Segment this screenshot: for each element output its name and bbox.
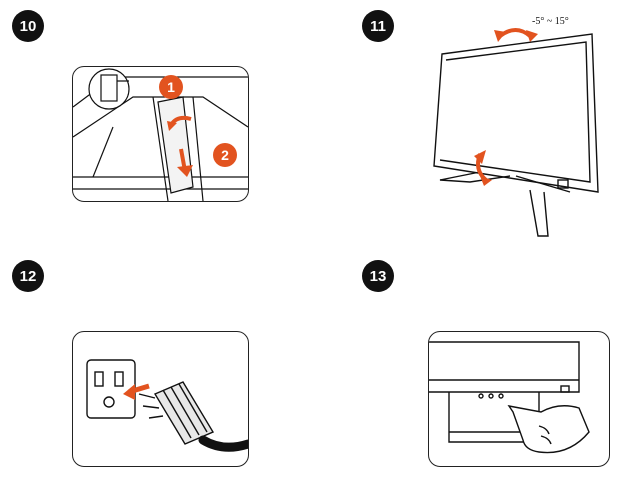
callout-2: 2 (213, 143, 237, 167)
callout-1: 1 (159, 75, 183, 99)
step-11-badge: 11 (362, 10, 394, 42)
step-10-badge: 10 (12, 10, 44, 42)
power-plug-drawing (86, 359, 248, 452)
step-11-illustration: -5° ~ 15° (420, 16, 610, 245)
step-12-illustration (72, 331, 249, 467)
stand-cover-drawing (73, 68, 248, 201)
step-10-illustration: 1 2 (72, 66, 249, 202)
step-13-illustration (428, 331, 610, 467)
power-button-drawing (429, 341, 590, 454)
step-13-badge: 13 (362, 260, 394, 292)
tilt-range-label: -5° ~ 15° (532, 16, 569, 27)
step-12-badge: 12 (12, 260, 44, 292)
monitor-tilt-drawing (433, 28, 599, 237)
